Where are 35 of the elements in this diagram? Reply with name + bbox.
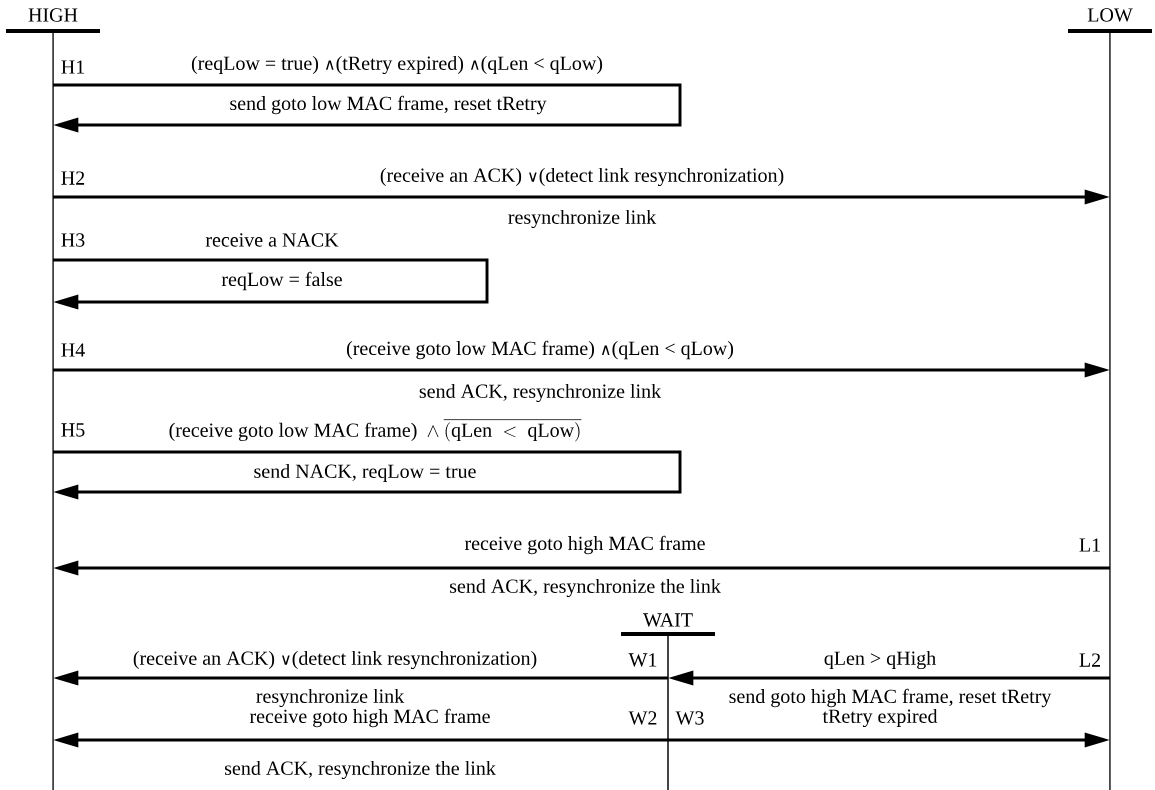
condition-label: (receive an ACK) ∨(detect link resynchronization) — [133, 650, 537, 670]
state-id: W3 — [675, 711, 704, 725]
state-id: H4 — [61, 343, 85, 357]
state-id: W2 — [628, 711, 657, 725]
state-id: H2 — [61, 171, 85, 185]
condition-label: $\text{(receive goto low MAC frame) }\wedge\overline{(\text{qLen } < \text{ qLow})}$ — [169, 419, 582, 442]
condition-label: (receive an ACK) ∨(detect link resynchronization) — [380, 167, 784, 187]
action-text: send goto low MAC frame, reset tRetry — [230, 95, 547, 115]
condition-label: receive goto high MAC frame — [464, 535, 705, 555]
action-text: resynchronize link — [508, 209, 657, 229]
state-name: WAIT — [643, 613, 693, 627]
state-id: W1 — [628, 653, 657, 667]
condition-label: receive goto high MAC frame — [249, 708, 490, 728]
state-id: H3 — [61, 233, 85, 247]
state-id: H1 — [61, 60, 85, 74]
transition-arrow — [53, 83, 682, 133]
action-text: send ACK, resynchronize link — [419, 383, 662, 403]
transition-arrow — [53, 258, 489, 310]
transition-arrow — [53, 450, 682, 500]
action-text: send ACK, resynchronize the link — [450, 578, 721, 598]
condition-label: tRetry expired — [822, 708, 938, 728]
condition-label: (reqLow = true) ∧(tRetry expired) ∧(qLen < qLow) — [191, 55, 603, 75]
state-name: HIGH — [28, 8, 78, 22]
condition-label: qLen > qHigh — [824, 650, 936, 670]
action-text: send goto high MAC frame, reset tRetry — [729, 688, 1052, 708]
state-id: H5 — [61, 423, 85, 437]
condition-label: (receive goto low MAC frame) ∧(qLen < qLow) — [346, 340, 734, 360]
action-text: send ACK, resynchronize the link — [225, 760, 496, 780]
action-text: resynchronize link — [256, 688, 405, 708]
state-name: LOW — [1087, 8, 1133, 22]
state-id: L2 — [1079, 653, 1100, 667]
condition-label: receive a NACK — [205, 233, 339, 247]
action-text: send NACK, reqLow = true — [254, 463, 476, 483]
action-text: reqLow = false — [221, 271, 342, 291]
state-id: L1 — [1079, 538, 1100, 552]
